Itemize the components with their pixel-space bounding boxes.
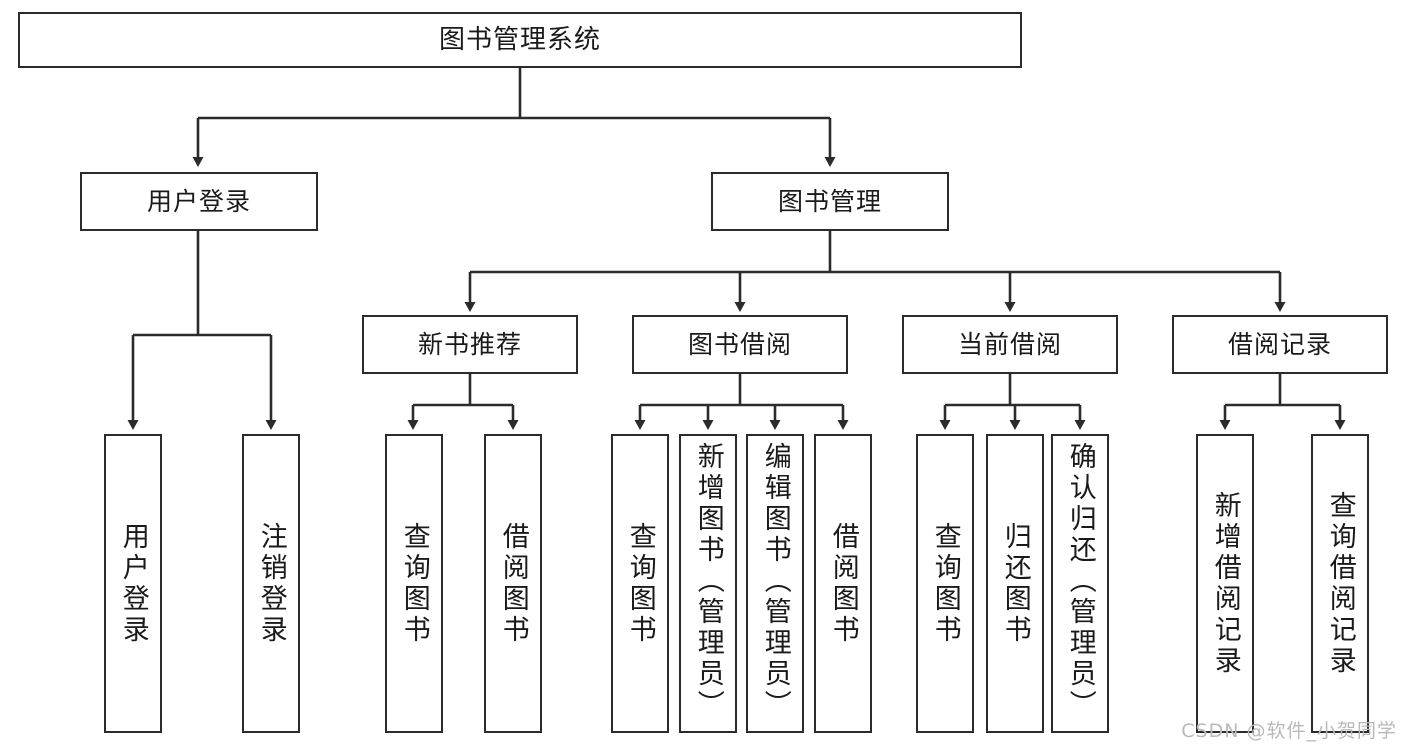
node-label: 借阅图书 — [497, 521, 529, 646]
node-label: 注销登录 — [255, 521, 287, 646]
leaf-edit-book-admin[interactable]: 编辑图书（管理员） — [746, 434, 804, 733]
leaf-confirm-return-admin[interactable]: 确认归还（管理员） — [1051, 434, 1109, 733]
node-label: 图书管理 — [777, 186, 882, 216]
leaf-user-login[interactable]: 用户登录 — [104, 434, 162, 733]
watermark: CSDN @软件_小贺同学 — [1181, 720, 1397, 742]
node-root-system[interactable]: 图书管理系统 — [18, 12, 1022, 68]
node-label: 查询图书 — [624, 521, 656, 646]
node-label: 图书借阅 — [687, 329, 792, 359]
leaf-query-book-borrow[interactable]: 查询图书 — [611, 434, 669, 733]
node-label: 新书推荐 — [417, 329, 522, 359]
node-label: 当前借阅 — [957, 329, 1062, 359]
leaf-query-book-current[interactable]: 查询图书 — [916, 434, 974, 733]
node-label: 借阅图书 — [827, 521, 859, 646]
leaf-add-borrow-record[interactable]: 新增借阅记录 — [1196, 434, 1254, 733]
node-label: 用户登录 — [117, 521, 149, 646]
node-new-book-recommend[interactable]: 新书推荐 — [362, 315, 578, 374]
node-book-borrow[interactable]: 图书借阅 — [632, 315, 848, 374]
node-label: 查询图书 — [398, 521, 430, 646]
node-user-login[interactable]: 用户登录 — [80, 172, 318, 231]
node-label: 查询图书 — [929, 521, 961, 646]
leaf-return-book[interactable]: 归还图书 — [986, 434, 1044, 733]
leaf-logout-login[interactable]: 注销登录 — [242, 434, 300, 733]
leaf-borrow-book[interactable]: 借阅图书 — [814, 434, 872, 733]
node-label: 图书管理系统 — [438, 24, 601, 55]
node-current-borrow[interactable]: 当前借阅 — [902, 315, 1118, 374]
leaf-query-borrow-record[interactable]: 查询借阅记录 — [1311, 434, 1369, 733]
node-label: 新增借阅记录 — [1209, 490, 1241, 677]
node-label: 确认归还（管理员） — [1064, 442, 1096, 721]
node-borrow-record[interactable]: 借阅记录 — [1172, 315, 1388, 374]
node-book-manage[interactable]: 图书管理 — [711, 172, 949, 231]
node-label: 新增图书（管理员） — [692, 442, 724, 721]
node-label: 用户登录 — [146, 186, 251, 216]
leaf-add-book-admin[interactable]: 新增图书（管理员） — [679, 434, 737, 733]
node-label: 编辑图书（管理员） — [759, 442, 791, 721]
node-label: 借阅记录 — [1227, 329, 1332, 359]
leaf-borrow-book-recommend[interactable]: 借阅图书 — [484, 434, 542, 733]
leaf-query-book-recommend[interactable]: 查询图书 — [385, 434, 443, 733]
node-label: 归还图书 — [999, 521, 1031, 646]
node-label: 查询借阅记录 — [1324, 490, 1356, 677]
